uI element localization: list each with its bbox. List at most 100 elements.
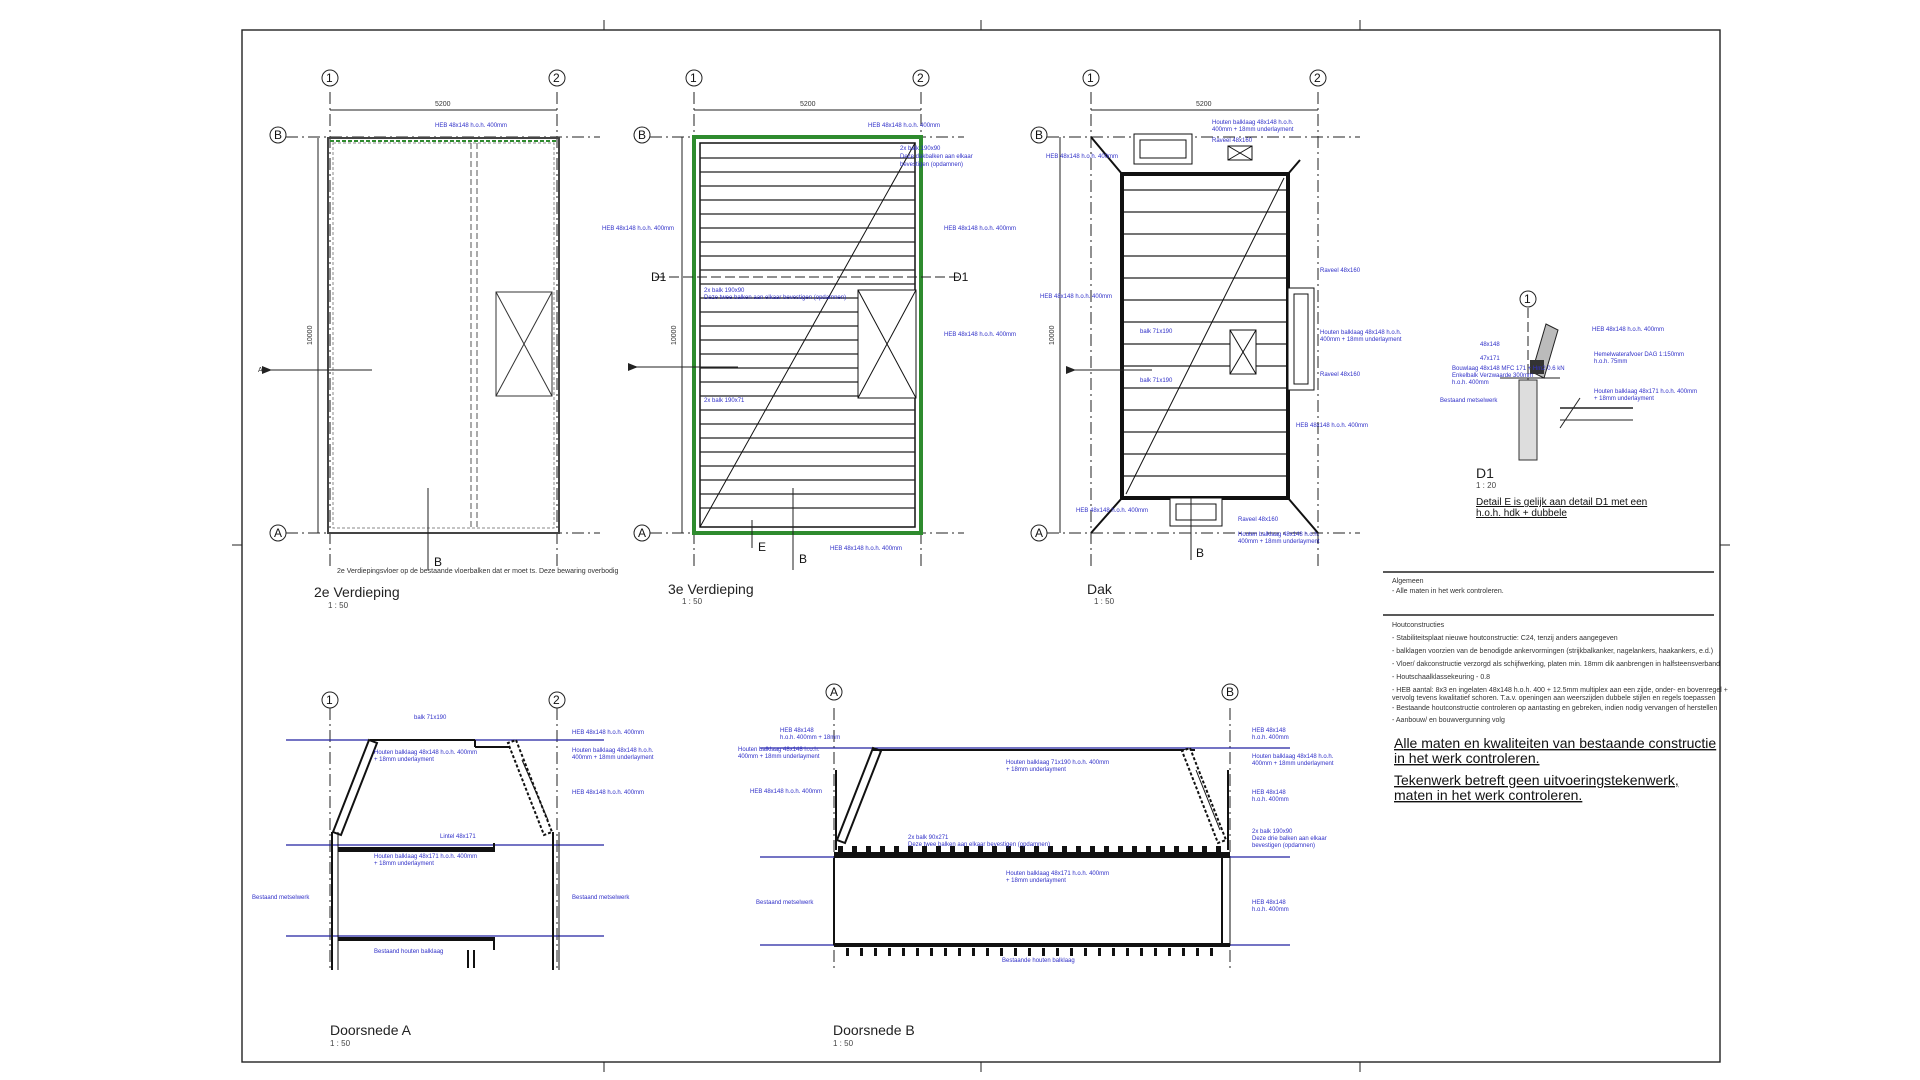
svg-text:h.o.h. 75mm: h.o.h. 75mm [1594, 359, 1627, 365]
detail-d1: 1 HEB 48x148 h.o.h. 400mm Hemelwaterafvo… [1440, 290, 1697, 461]
svg-text:Enkelbalk Verzwaarde 300mm: Enkelbalk Verzwaarde 300mm [1452, 373, 1533, 379]
svg-text:HEB 48x148 h.o.h. 400mm: HEB 48x148 h.o.h. 400mm [750, 789, 822, 795]
svg-text:Bestaande houten balklaag: Bestaande houten balklaag [1002, 958, 1075, 964]
svg-text:Bestaand metselwerk: Bestaand metselwerk [1440, 398, 1498, 404]
detail-note: Detail E is gelijk aan detail D1 met een [1476, 497, 1647, 508]
plan-title: Dak [1087, 581, 1113, 597]
beam-end [852, 846, 857, 854]
beam-end [1154, 948, 1157, 956]
svg-text:A: A [258, 367, 263, 374]
beam-end [1126, 948, 1129, 956]
svg-text:HEB 48x148 h.o.h. 400mm: HEB 48x148 h.o.h. 400mm [435, 123, 507, 129]
svg-text:Bestaand houten balklaag: Bestaand houten balklaag [374, 949, 443, 955]
grid-label: 1 [1087, 71, 1094, 85]
beam-end [1062, 846, 1067, 854]
svg-text:HEB 48x148 h.o.h. 400mm: HEB 48x148 h.o.h. 400mm [1040, 294, 1112, 300]
notes-heading: Algemeen [1392, 578, 1424, 585]
svg-text:Bestaand metselwerk: Bestaand metselwerk [756, 900, 814, 906]
beam-end [1146, 846, 1151, 854]
svg-text:Hemelwaterafvoer DAG 1:150mm: Hemelwaterafvoer DAG 1:150mm [1594, 352, 1684, 358]
detail-scale: 1 : 20 [1476, 481, 1497, 490]
beam-end [1112, 948, 1115, 956]
beam-end [1168, 948, 1171, 956]
svg-text:47x171: 47x171 [1480, 356, 1500, 362]
section-marker: D1 [651, 270, 667, 284]
section-a: balk 71x190 HEB 48x148 h.o.h. 400mm Hout… [252, 708, 654, 970]
plan-title: 3e Verdieping [668, 581, 754, 597]
section-marker: D1 [953, 270, 969, 284]
plan-title: 2e Verdieping [314, 584, 400, 600]
section-marker: B [1196, 546, 1204, 560]
grid-label: B [638, 128, 646, 142]
svg-text:HEB 48x148: HEB 48x148 [1252, 790, 1286, 796]
svg-text:Deze twee balken aan elkaar be: Deze twee balken aan elkaar bevestigen (… [704, 295, 846, 301]
grid-label: 2 [1314, 71, 1321, 85]
plan-scale: 1 : 50 [328, 601, 349, 610]
svg-text:2x balk 90x271: 2x balk 90x271 [908, 835, 949, 841]
beam-end [930, 948, 933, 956]
svg-text:5200: 5200 [1196, 101, 1212, 108]
svg-text:Houten balklaag 48x148 h.o.h.: Houten balklaag 48x148 h.o.h. [1238, 532, 1320, 538]
svg-text:Deze dakbalken aan elkaar: Deze dakbalken aan elkaar [900, 154, 973, 160]
beam-end [958, 948, 961, 956]
detail-note: h.o.h. hdk + dubbele [1476, 508, 1567, 519]
beam-end [1174, 846, 1179, 854]
beam-end [880, 846, 885, 854]
svg-text:Houten balklaag 48x171 h.o.h.: Houten balklaag 48x171 h.o.h. 400mm [1006, 871, 1109, 877]
svg-text:HEB 48x148 h.o.h. 400mm: HEB 48x148 h.o.h. 400mm [1592, 327, 1664, 333]
grid-label: 2 [553, 693, 560, 707]
svg-text:1: 1 [1524, 292, 1531, 306]
svg-text:HEB 48x148 h.o.h. 400mm: HEB 48x148 h.o.h. 400mm [868, 123, 940, 129]
svg-text:400mm + 18mm underlayment: 400mm + 18mm underlayment [1238, 539, 1320, 545]
svg-text:2x balk 190x90: 2x balk 190x90 [900, 146, 941, 152]
svg-text:Raveel 48x160: Raveel 48x160 [1238, 517, 1279, 523]
beam-end [978, 846, 983, 854]
beam-end [1034, 846, 1039, 854]
svg-text:+ 18mm underlayment: + 18mm underlayment [1594, 396, 1654, 402]
svg-text:10000: 10000 [671, 325, 678, 345]
beam-end [1118, 846, 1123, 854]
beam-end [944, 948, 947, 956]
svg-text:Houten balklaag 48x148 h.o.h.: Houten balklaag 48x148 h.o.h. [738, 747, 820, 753]
beam-end [888, 948, 891, 956]
beam-end [860, 948, 863, 956]
beam-end [838, 846, 843, 854]
svg-text:HEB 48x148 h.o.h. 400mm: HEB 48x148 h.o.h. 400mm [572, 730, 644, 736]
notes-heading: Houtconstructies [1392, 622, 1445, 629]
svg-text:HEB 48x148 h.o.h. 400mm: HEB 48x148 h.o.h. 400mm [1046, 154, 1118, 160]
grid-label: 1 [326, 693, 333, 707]
svg-text:+ 18mm underlayment: + 18mm underlayment [374, 757, 434, 763]
svg-text:Deze twee balken aan elkaar be: Deze twee balken aan elkaar bevestigen (… [908, 842, 1050, 848]
svg-text:h.o.h. 400mm: h.o.h. 400mm [1252, 797, 1289, 803]
beam-end [902, 948, 905, 956]
section-scale: 1 : 50 [330, 1039, 351, 1048]
beam-end [1188, 846, 1193, 854]
svg-text:HEB 48x148: HEB 48x148 [780, 728, 814, 734]
notes-item: - Vloer/ dakconstructie verzorgd als sch… [1392, 661, 1720, 668]
beam-end [950, 846, 955, 854]
svg-text:Houten balklaag 48x148 h.o.h.: Houten balklaag 48x148 h.o.h. [1252, 754, 1334, 760]
beam-end [874, 948, 877, 956]
beam-end [1048, 846, 1053, 854]
svg-text:balk 71x190: balk 71x190 [1140, 378, 1173, 384]
beam-end [1196, 948, 1199, 956]
svg-text:bevestigen (opdamnen): bevestigen (opdamnen) [1252, 843, 1315, 849]
svg-text:Houten balklaag 48x148 h.o.h.: Houten balklaag 48x148 h.o.h. 400mm [374, 750, 477, 756]
notes-item: - Houtschaalklassekeuring - 0.8 [1392, 674, 1490, 681]
svg-text:48x148: 48x148 [1480, 342, 1500, 348]
svg-text:balk 71x190: balk 71x190 [1140, 329, 1173, 335]
plan-note: 2e Verdiepingsvloer op de bestaande vloe… [337, 568, 618, 575]
grid-label: 1 [326, 71, 333, 85]
svg-text:Houten balklaag 48x171 h.o.h.: Houten balklaag 48x171 h.o.h. 400mm [1594, 389, 1697, 395]
beam-end [1216, 846, 1221, 854]
plan-scale: 1 : 50 [1094, 597, 1115, 606]
beam-end [1132, 846, 1137, 854]
beam-end [1210, 948, 1213, 956]
grid-label: 2 [917, 71, 924, 85]
svg-text:400mm + 18mm underlayment: 400mm + 18mm underlayment [572, 755, 654, 761]
beam-end [916, 948, 919, 956]
beam-end [1000, 948, 1003, 956]
svg-text:balk 71x190: balk 71x190 [414, 715, 447, 721]
beam-end [1098, 948, 1101, 956]
grid-label: B [1226, 685, 1234, 699]
